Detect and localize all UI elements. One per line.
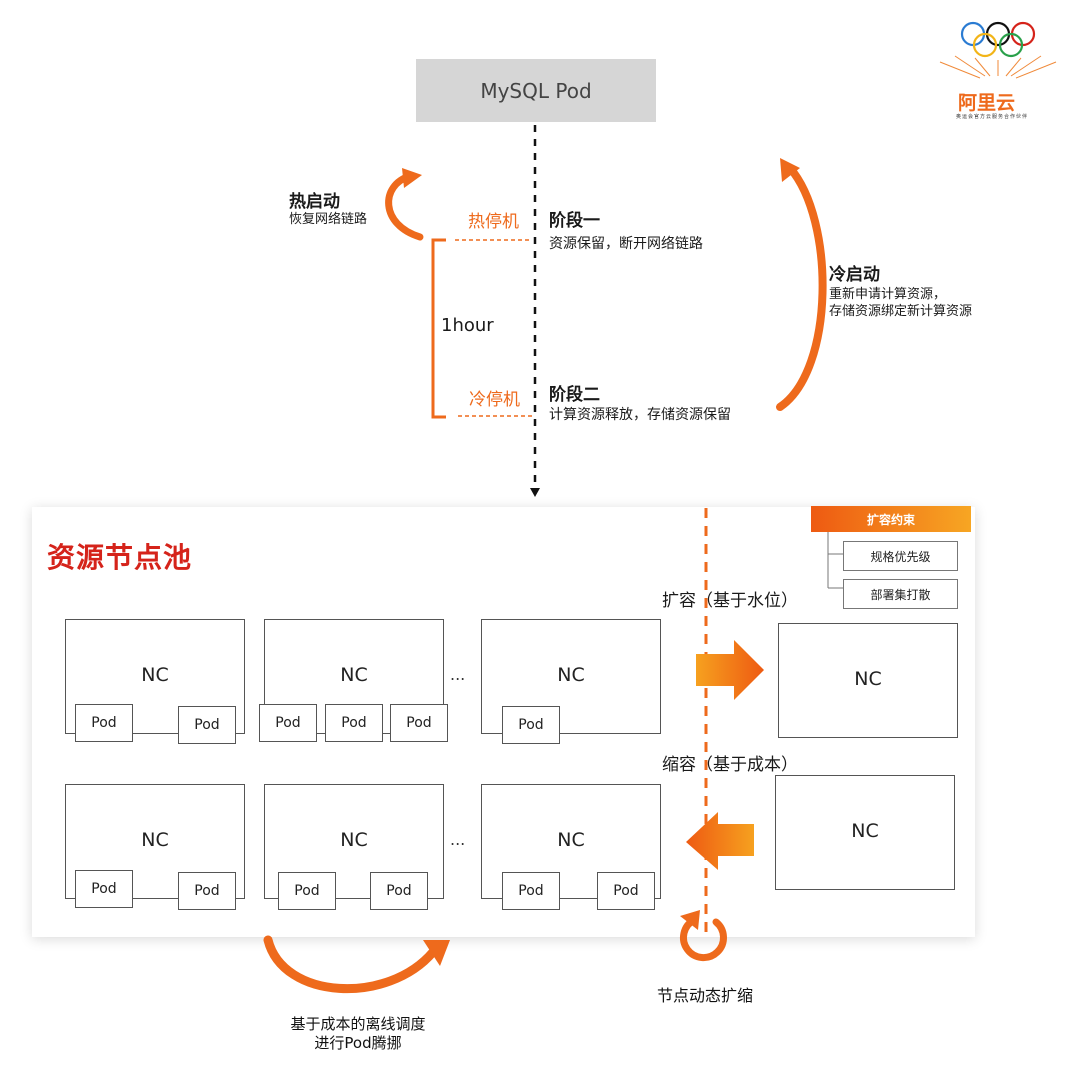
olympic-rings-icon: [939, 21, 1057, 79]
ellipsis: ...: [450, 665, 466, 684]
cold-start-line1: 重新申请计算资源，: [829, 287, 947, 302]
cold-start-arrow: [776, 164, 827, 411]
duration-label: 1hour: [441, 315, 494, 336]
nc-node-released: NC: [775, 775, 955, 890]
nc-label: NC: [141, 829, 169, 851]
migration-arrow-icon: [263, 935, 450, 994]
aliyun-tagline: 奥运会官方云服务合作伙伴: [956, 114, 1029, 120]
scale-constraint-header: 扩容约束: [811, 506, 971, 532]
cold-start-title: 冷启动: [829, 265, 880, 285]
nc-label: NC: [854, 668, 882, 690]
pod: Pod: [178, 706, 236, 744]
constraint-item-spec-priority: 规格优先级: [843, 541, 958, 571]
cold-stop-label: 冷停机: [469, 390, 520, 410]
stage1-title: 阶段一: [549, 211, 600, 231]
nc-label: NC: [557, 829, 585, 851]
scale-out-label: 扩容（基于水位）: [662, 591, 798, 611]
pod: Pod: [178, 872, 236, 910]
dynamic-scaling-cycle-icon: [680, 910, 727, 962]
stage1-desc: 资源保留，断开网络链路: [549, 236, 703, 252]
ellipsis: ...: [450, 830, 466, 849]
mysql-pod-box: MySQL Pod: [416, 59, 656, 122]
hot-start-arrow: [385, 172, 424, 241]
pod: Pod: [370, 872, 428, 910]
pod: Pod: [597, 872, 655, 910]
nc-label: NC: [141, 664, 169, 686]
pod: Pod: [278, 872, 336, 910]
pod: Pod: [75, 870, 133, 908]
hot-start-desc: 恢复网络链路: [289, 212, 368, 227]
pod: Pod: [502, 706, 560, 744]
nc-node-new: NC: [778, 623, 958, 738]
scale-in-label: 缩容（基于成本）: [662, 755, 798, 775]
aliyun-brand: 阿里云: [958, 92, 1016, 114]
stage2-title: 阶段二: [549, 385, 600, 405]
scale-out-arrow-icon: [696, 640, 764, 700]
aliyun-logo: 阿里云 奥运会官方云服务合作伙伴: [930, 12, 1060, 127]
nc-label: NC: [340, 664, 368, 686]
dynamic-scaling-label: 节点动态扩缩: [656, 986, 753, 1005]
duration-bracket: [431, 238, 446, 419]
hot-start-title: 热启动: [289, 192, 340, 212]
nc-label: NC: [851, 820, 879, 842]
migration-line1: 基于成本的离线调度: [290, 1015, 426, 1033]
pod: Pod: [75, 704, 133, 742]
pod: Pod: [325, 704, 383, 742]
pod: Pod: [502, 872, 560, 910]
migration-line2: 进行Pod腾挪: [314, 1034, 402, 1052]
pod: Pod: [390, 704, 448, 742]
scaling-dashed-line-front: [704, 508, 708, 938]
cold-start-line2: 存储资源绑定新计算资源: [829, 304, 973, 319]
constraint-item-deployment-spread: 部署集打散: [843, 579, 958, 609]
timeline-arrowhead: [530, 488, 540, 497]
stage2-desc: 计算资源释放，存储资源保留: [549, 407, 731, 423]
resource-pool-title: 资源节点池: [47, 541, 193, 574]
pod: Pod: [259, 704, 317, 742]
nc-label: NC: [557, 664, 585, 686]
constraint-tree-lines: [827, 532, 844, 589]
nc-label: NC: [340, 829, 368, 851]
scale-in-arrow-icon: [686, 812, 754, 870]
hot-stop-label: 热停机: [468, 212, 519, 232]
